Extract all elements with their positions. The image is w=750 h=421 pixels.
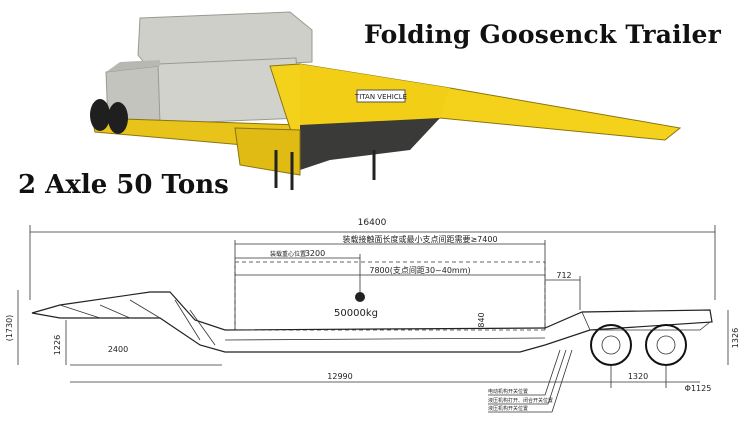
center-of-gravity-marker [355,292,365,302]
dim-total-height: (1730) [5,315,14,342]
capacity-subtitle: 2 Axle 50 Tons [18,170,229,200]
dim-neck-height: 1226 [53,335,62,355]
cg-label: 装载重心位置 [270,250,306,258]
dim-support-span: 7800(支点间距30~40mm) [369,265,470,275]
dim-overall-length: 16400 [358,218,387,228]
note-2: 液压机构打开、闭合开关位置 [488,397,553,404]
dim-axle-spacing: 1320 [628,372,648,381]
landing-legs [274,150,376,190]
note-1: 电动机构开关位置 [488,388,528,395]
dim-rear-height: 1326 [731,328,740,348]
trailer-body [91,63,682,176]
technical-drawing: 16400 装载接触面长度或最小支点间距需要≥7400 装载重心位置 3200 … [5,218,740,413]
rear-wheels [90,99,128,134]
dim-deck-height: 840 [477,312,486,327]
dim-deck-length: 12990 [327,372,352,381]
load-capacity: 50000kg [334,308,378,319]
dim-rear: 712 [556,271,571,280]
dim-deck-requirement: 装载接触面长度或最小支点间距需要≥7400 [342,234,497,244]
trailer-photo: TITAN VEHICLE [90,11,682,190]
tire-size: Φ1125 [685,384,712,393]
titan-decal [356,89,406,103]
page-title: Folding Goosenck Trailer [364,20,722,49]
decal-text: TITAN VEHICLE [354,93,407,101]
note-3: 液压机构开关位置 [488,405,528,412]
dim-gooseneck-length: 2400 [108,345,128,354]
dim-cg-offset: 3200 [305,249,325,258]
